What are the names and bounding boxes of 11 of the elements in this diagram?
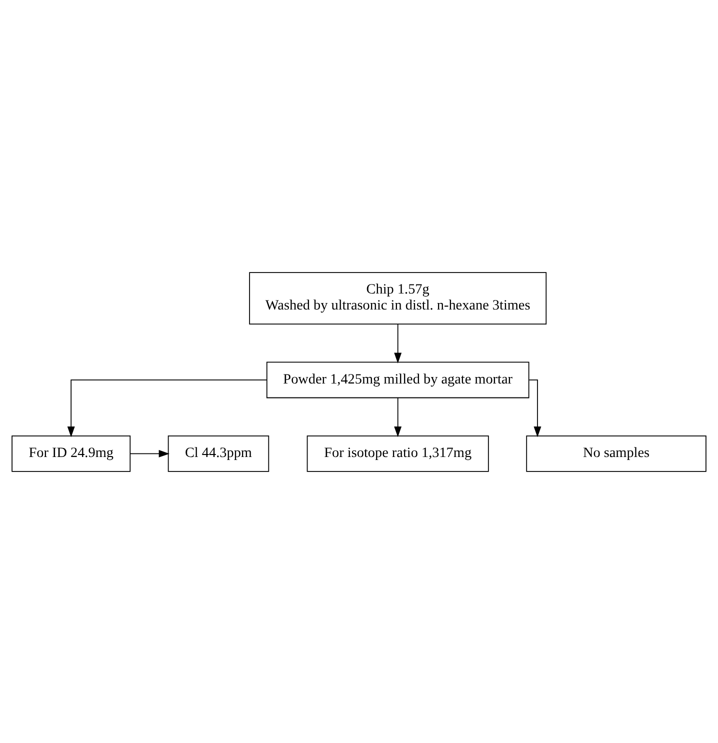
arrow [130,449,170,457]
arrow [67,379,268,437]
node-box: No samples [526,434,706,472]
arrow [528,379,542,437]
node-box: For isotope ratio 1,317mg [306,434,489,472]
arrow [394,323,402,363]
arrow [394,396,402,437]
node-box: For ID 24.9mg [12,434,131,472]
node-box: Cl 44.3ppm [168,434,270,472]
node-box: Powder 1,425mg milled by agate mortar [266,361,530,398]
node-box: Chip 1.57g Washed by ultrasonic in distl. n-hexane 3times [249,272,547,324]
